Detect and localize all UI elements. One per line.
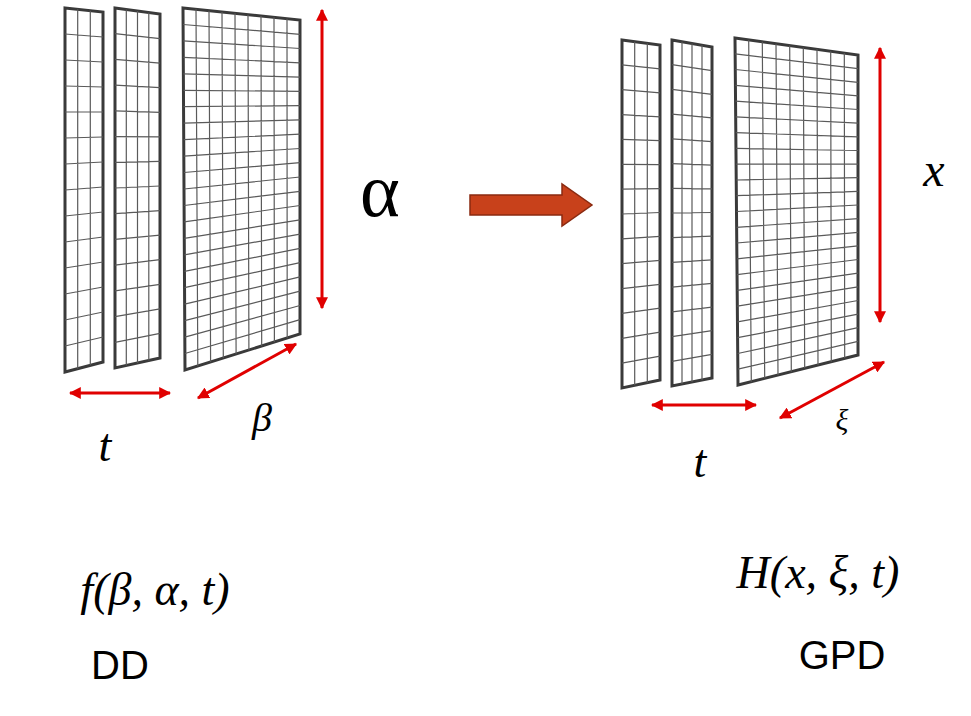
x-arrow — [879, 48, 882, 322]
grid-panel — [65, 8, 103, 372]
axis-label: β — [252, 398, 272, 438]
alpha-arrow — [321, 10, 324, 308]
grid-lines — [622, 42, 660, 386]
xi-arrow — [780, 362, 884, 418]
grid-lines — [735, 40, 858, 382]
formula: f(β, α, t) — [80, 567, 229, 613]
grid-frame — [65, 8, 103, 372]
grid-lines — [115, 10, 160, 366]
grid-frame — [183, 8, 300, 370]
transform-arrow — [470, 184, 592, 226]
beta-arrow — [198, 344, 296, 398]
grid-lines — [183, 9, 300, 366]
grid-frame — [115, 8, 160, 368]
grid-lines — [65, 9, 103, 368]
grid-panels — [65, 8, 858, 388]
grid-frame — [672, 40, 712, 386]
acronym: GPD — [799, 635, 886, 675]
grid-frame — [735, 38, 858, 385]
grid-panel — [672, 40, 712, 386]
grid-panel — [183, 8, 300, 370]
t-arrow — [70, 392, 170, 395]
formula: H(x, ξ, t) — [737, 550, 900, 596]
acronym: DD — [91, 645, 149, 685]
dimension-arrows — [70, 10, 884, 418]
grid-panel — [735, 38, 858, 385]
grid-frame — [622, 40, 660, 388]
axis-label: t — [694, 439, 707, 485]
axis-label: t — [99, 423, 112, 469]
axis-label: α — [360, 152, 400, 228]
grid-panel — [622, 40, 660, 388]
grid-lines — [672, 42, 712, 384]
t-arrow — [652, 404, 756, 407]
axis-label: ξ — [836, 405, 849, 435]
axis-label: x — [923, 146, 944, 194]
grid-panel — [115, 8, 160, 368]
